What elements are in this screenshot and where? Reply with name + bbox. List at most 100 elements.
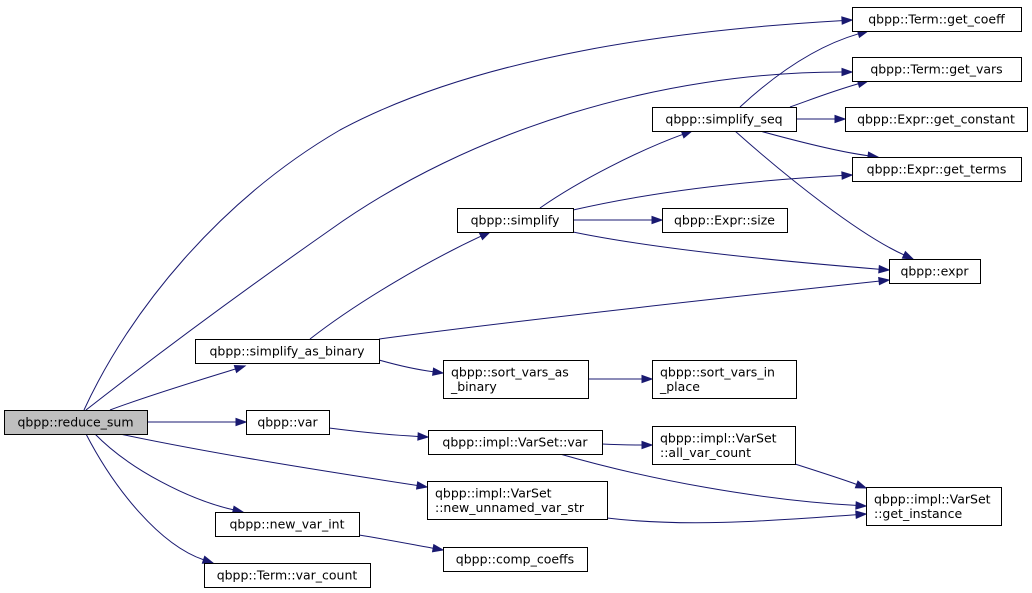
edge-line: [358, 534, 434, 549]
edge-simplify_seq-to-expr_get_terms: [759, 130, 880, 160]
edge-reduce_sum-to-simplify_as_binary: [109, 365, 247, 411]
node-varset-var[interactable]: qbpp::impl::VarSet::var: [428, 430, 603, 455]
node-simplify-seq[interactable]: qbpp::simplify_seq: [652, 107, 797, 132]
edge-line: [83, 20, 843, 411]
node-label: ::get_instance: [874, 506, 962, 521]
node-var[interactable]: qbpp::var: [246, 410, 330, 435]
edge-line: [759, 130, 869, 157]
node-new-var-int[interactable]: qbpp::new_var_int: [215, 512, 360, 537]
node-sort-vars-in-place[interactable]: qbpp::sort_vars_in_place: [652, 360, 797, 399]
edge-line: [601, 443, 643, 446]
arrow-head-icon: [478, 231, 492, 241]
node-label: qbpp::Expr::get_terms: [867, 162, 1007, 177]
node-box: [427, 481, 608, 520]
node-expr[interactable]: qbpp::expr: [889, 259, 981, 284]
node-box: [215, 512, 360, 537]
edge-reduce_sum-to-term_get_coeff: [83, 16, 854, 411]
node-term-var-count[interactable]: qbpp::Term::var_count: [204, 563, 371, 588]
node-label: _place: [659, 379, 700, 394]
node-varset-new-unnamed[interactable]: qbpp::impl::VarSet::new_unnamed_var_str: [427, 481, 608, 520]
arrow-head-icon: [878, 264, 891, 274]
node-label: qbpp::impl::VarSet: [660, 430, 777, 445]
edge-reduce_sum-to-term_get_vars: [85, 67, 854, 411]
call-graph-edges: [83, 16, 915, 564]
node-expr-get-terms[interactable]: qbpp::Expr::get_terms: [852, 157, 1022, 182]
node-term-get-coeff[interactable]: qbpp::Term::get_coeff: [852, 7, 1022, 32]
edge-line: [85, 433, 204, 561]
arrow-head-icon: [651, 215, 664, 225]
arrow-head-icon: [855, 510, 868, 520]
node-label: qbpp::Expr::size: [674, 213, 775, 228]
arrow-head-icon: [901, 250, 915, 260]
node-box: [195, 339, 380, 364]
edge-new_var_int-to-comp_coeffs: [358, 534, 445, 553]
node-varset-get-instance[interactable]: qbpp::impl::VarSet::get_instance: [866, 487, 1002, 526]
node-label: qbpp::sort_vars_in: [660, 364, 775, 379]
node-comp-coeffs[interactable]: qbpp::comp_coeffs: [443, 547, 588, 572]
node-box: [652, 107, 797, 132]
node-box: [866, 487, 1002, 526]
node-varset-all-var-count[interactable]: qbpp::impl::VarSet::all_var_count: [652, 426, 796, 465]
edge-simplify-to-expr_get_terms: [572, 171, 854, 211]
node-label: qbpp::simplify: [471, 213, 560, 228]
arrow-head-icon: [834, 114, 847, 124]
arrow-head-icon: [432, 367, 445, 376]
edge-reduce_sum-to-varset_new_unnamed: [119, 433, 429, 490]
edge-simplify-to-expr: [572, 231, 891, 274]
edge-line: [572, 231, 880, 270]
node-box: [4, 410, 148, 435]
arrow-head-icon: [233, 365, 247, 374]
node-label: qbpp::impl::VarSet: [435, 485, 552, 500]
edge-simplify_seq-to-term_get_vars: [789, 79, 870, 108]
edge-line: [309, 235, 482, 340]
edge-line: [539, 133, 683, 209]
node-expr-size[interactable]: qbpp::Expr::size: [662, 208, 788, 233]
node-label: qbpp::Term::get_coeff: [868, 12, 1005, 27]
node-label: qbpp::var: [257, 415, 318, 430]
edge-line: [794, 463, 857, 485]
arrow-head-icon: [415, 481, 429, 490]
edge-simplify-to-expr_size: [573, 215, 664, 225]
node-box: [204, 563, 371, 588]
node-label: ::all_var_count: [660, 445, 751, 460]
node-box: [457, 208, 574, 233]
edge-line: [739, 33, 859, 108]
arrow-head-icon: [841, 171, 854, 180]
edge-simplify_seq-to-term_get_coeff: [739, 29, 870, 108]
node-box: [889, 259, 981, 284]
edge-line: [789, 83, 859, 108]
node-sort-vars-as-binary[interactable]: qbpp::sort_vars_as_binary: [443, 360, 589, 399]
edge-simplify_seq-to-expr_get_constant: [795, 114, 847, 124]
arrow-head-icon: [841, 67, 854, 77]
node-label: qbpp::Expr::get_constant: [857, 112, 1015, 127]
node-box: [652, 426, 796, 465]
arrow-head-icon: [641, 440, 654, 450]
arrow-head-icon: [854, 480, 868, 489]
node-box: [852, 57, 1022, 82]
edge-varset_var-to-varset_get_instance: [559, 453, 868, 510]
arrow-head-icon: [641, 374, 654, 384]
edge-line: [328, 427, 419, 437]
edge-line: [606, 514, 857, 524]
arrow-head-icon: [201, 555, 215, 564]
node-expr-get-constant[interactable]: qbpp::Expr::get_constant: [845, 107, 1028, 132]
edge-line: [109, 368, 236, 411]
edge-var-to-varset_var: [328, 427, 430, 441]
node-label: qbpp::expr: [900, 264, 969, 279]
edge-line: [85, 71, 843, 411]
node-term-get-vars[interactable]: qbpp::Term::get_vars: [852, 57, 1022, 82]
node-label: qbpp::sort_vars_as: [451, 364, 569, 379]
edge-simplify_as_binary-to-simplify: [309, 231, 492, 340]
edge-reduce_sum-to-new_var_int: [94, 433, 245, 514]
edge-varset_new_unnamed-to-varset_get_instance: [606, 510, 868, 524]
node-box: [662, 208, 788, 233]
edge-reduce_sum-to-term_var_count: [85, 433, 215, 564]
arrow-head-icon: [680, 130, 694, 139]
arrow-head-icon: [235, 417, 248, 427]
node-reduce-sum[interactable]: qbpp::reduce_sum: [4, 410, 148, 435]
node-simplify[interactable]: qbpp::simplify: [457, 208, 574, 233]
node-label: qbpp::Term::get_vars: [870, 62, 1002, 77]
node-box: [852, 157, 1022, 182]
edge-line: [378, 280, 880, 340]
node-simplify-as-binary[interactable]: qbpp::simplify_as_binary: [195, 339, 380, 364]
